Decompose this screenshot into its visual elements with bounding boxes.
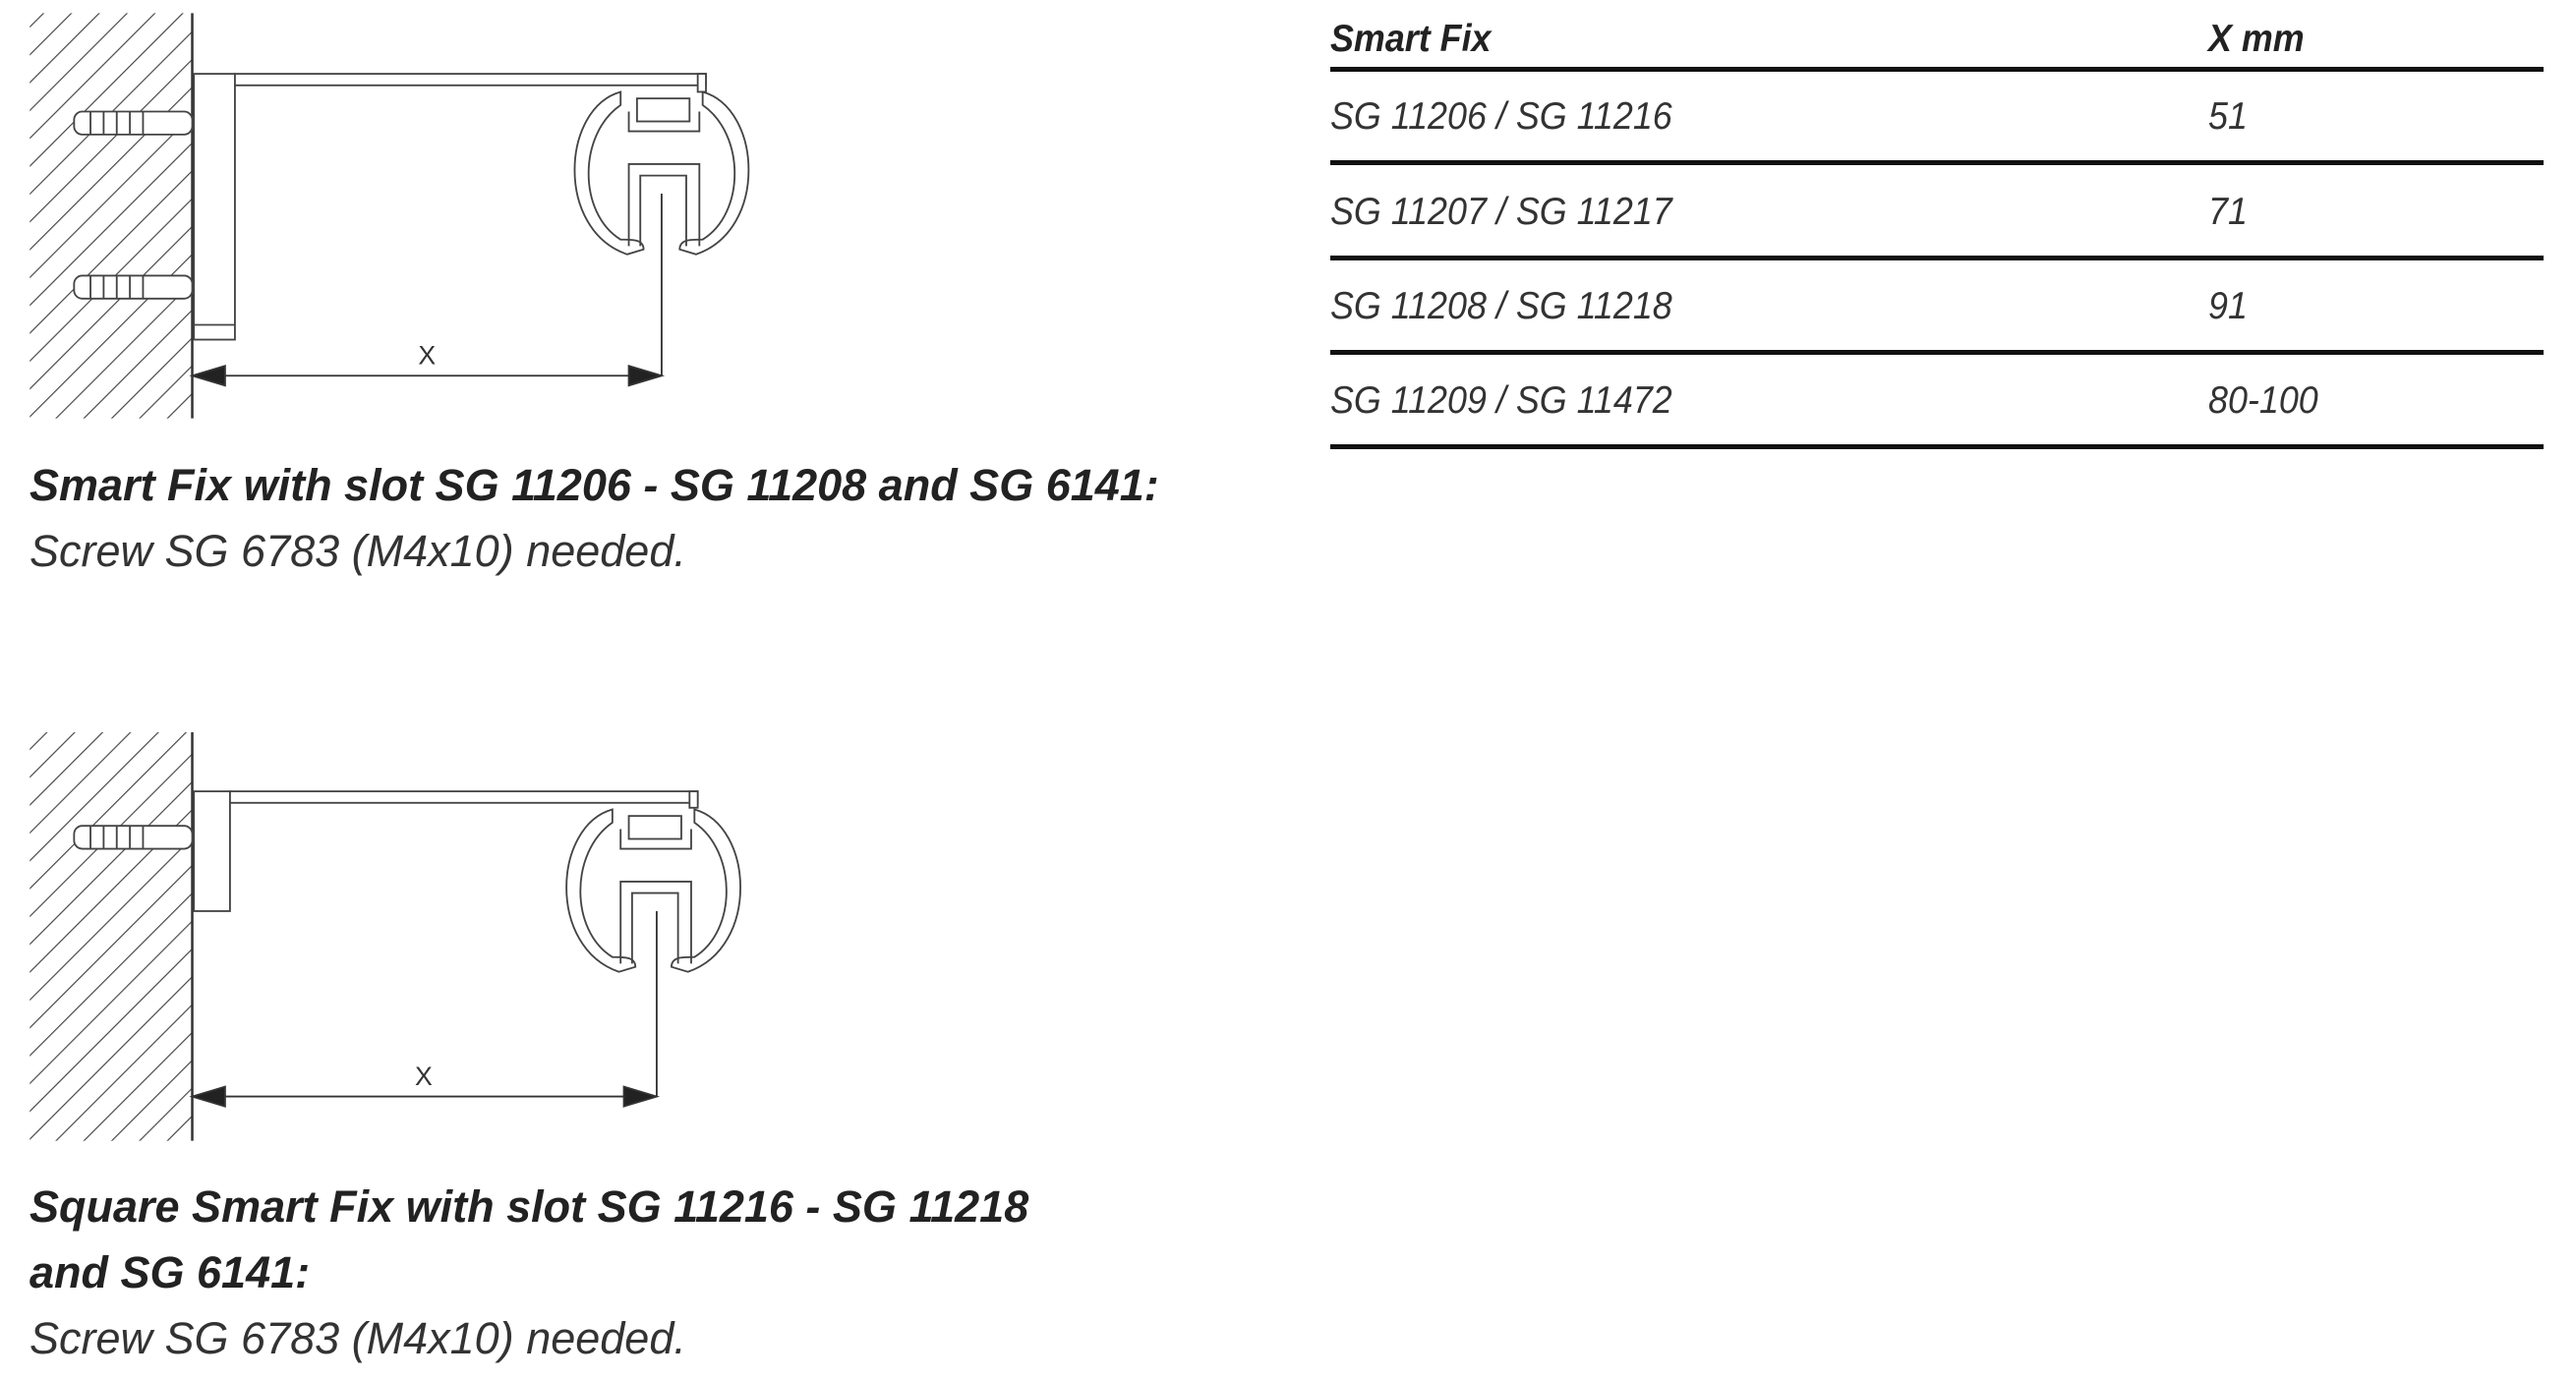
- dimension-label: X: [415, 1062, 433, 1091]
- table-header-x-mm: X mm: [2208, 18, 2305, 60]
- wall-plugs: [73, 110, 194, 300]
- table-rule: [1330, 350, 2544, 355]
- table-cell-model: SG 11209 / SG 11472: [1330, 379, 1672, 422]
- square-smart-fix-diagram: X: [29, 732, 741, 1141]
- wall-plug: [73, 825, 194, 850]
- table-cell-x: 80-100: [2208, 379, 2318, 422]
- table-cell-x: 51: [2208, 95, 2248, 138]
- rail-profile: [573, 90, 750, 256]
- wall-hatch: [29, 732, 194, 1141]
- table-rule: [1330, 67, 2544, 72]
- bracket: [193, 790, 699, 912]
- dimension-line: [189, 193, 666, 387]
- table-rule: [1330, 160, 2544, 165]
- table-cell-model: SG 11208 / SG 11218: [1330, 285, 1672, 327]
- table-rule: [1330, 444, 2544, 449]
- table-cell-x: 71: [2208, 191, 2248, 233]
- table-cell-model: SG 11207 / SG 11217: [1330, 191, 1672, 233]
- caption-note: Screw SG 6783 (M4x10) needed.: [29, 526, 686, 576]
- caption-title-line1: Square Smart Fix with slot SG 11216 - SG…: [29, 1181, 1029, 1232]
- wall-hatch: [29, 13, 194, 419]
- bracket: [193, 73, 707, 341]
- table-cell-x: 91: [2208, 285, 2248, 327]
- caption-title-line2: and SG 6141:: [29, 1247, 311, 1297]
- caption-title: Smart Fix with slot SG 11206 - SG 11208 …: [29, 460, 1159, 510]
- dimension-line: [189, 910, 661, 1108]
- caption-note: Screw SG 6783 (M4x10) needed.: [29, 1313, 686, 1363]
- table-cell-model: SG 11206 / SG 11216: [1330, 95, 1672, 138]
- smart-fix-diagram: X: [29, 13, 750, 419]
- dimension-label: X: [418, 341, 436, 371]
- table-rule: [1330, 256, 2544, 260]
- rail-profile: [565, 808, 741, 973]
- table-header-smart-fix: Smart Fix: [1330, 18, 1492, 60]
